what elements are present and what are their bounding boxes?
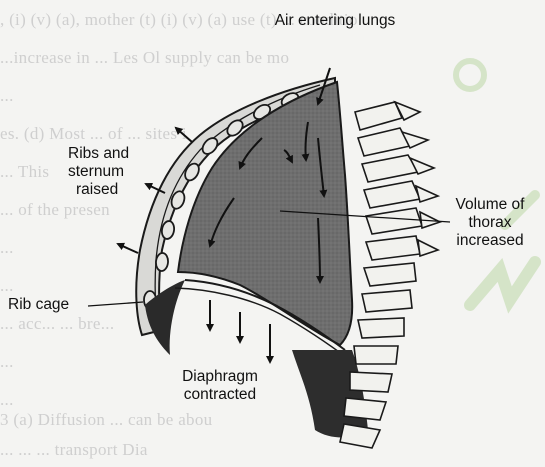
label-line: contracted xyxy=(160,386,280,404)
label-diaphragm: Diaphragm contracted xyxy=(160,368,280,404)
label-ribs-sternum: Ribs and sternum raised xyxy=(68,145,178,199)
label-air-entering: Air entering lungs xyxy=(255,12,415,30)
label-volume-thorax: Volume of thorax increased xyxy=(440,196,540,250)
label-line: sternum xyxy=(68,163,178,181)
outward-arrow xyxy=(118,244,138,253)
label-line: Diaphragm xyxy=(160,368,280,386)
diaphragm-arrows xyxy=(210,300,270,362)
outward-arrow xyxy=(176,128,192,142)
label-line: raised xyxy=(68,181,178,199)
watermark xyxy=(456,61,535,305)
label-rib-cage: Rib cage xyxy=(8,296,98,314)
label-line: Ribs and xyxy=(68,145,178,163)
label-line: thorax xyxy=(440,214,540,232)
rib-oval xyxy=(155,253,169,272)
label-line: Volume of xyxy=(440,196,540,214)
label-line: increased xyxy=(440,232,540,250)
